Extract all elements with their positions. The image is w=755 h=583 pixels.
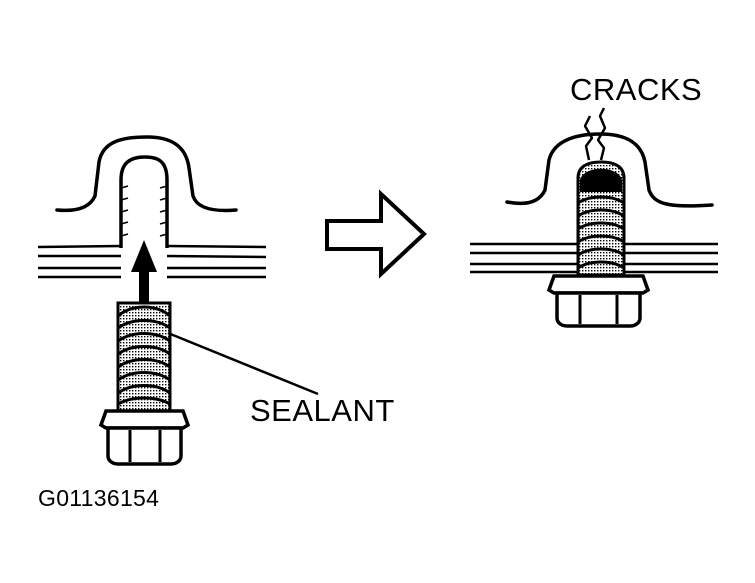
sealant-coating <box>117 305 171 406</box>
transition-arrow <box>325 189 427 279</box>
left-flange-lines-b <box>166 244 267 279</box>
right-flange-lines-b <box>624 242 718 274</box>
sealant-label: SEALANT <box>250 393 395 428</box>
crack-lines <box>583 107 607 161</box>
left-blind-hole <box>119 155 169 248</box>
left-bolt-shank <box>116 301 172 413</box>
right-housing-outline <box>505 132 714 208</box>
right-flange-lines-a <box>470 242 578 274</box>
left-bolt <box>98 301 191 466</box>
right-bolt-flange <box>546 274 651 295</box>
right-bolt-threads <box>577 195 625 270</box>
insertion-arrow <box>131 240 157 304</box>
left-hole-threads <box>120 185 168 237</box>
left-housing-outline <box>55 135 238 213</box>
sealant-leader-line <box>167 331 319 396</box>
left-bolt-flange <box>98 409 191 430</box>
right-bolt-head <box>555 291 642 328</box>
figure-code: G01136154 <box>38 485 160 511</box>
cracks-label: CRACKS <box>570 72 703 107</box>
left-flange-lines-a <box>37 244 122 279</box>
sealant-pressure-zone <box>580 168 622 192</box>
left-assembly <box>37 135 319 466</box>
right-assembly <box>470 107 718 328</box>
left-bolt-head <box>106 426 183 466</box>
right-bolt <box>546 160 651 328</box>
